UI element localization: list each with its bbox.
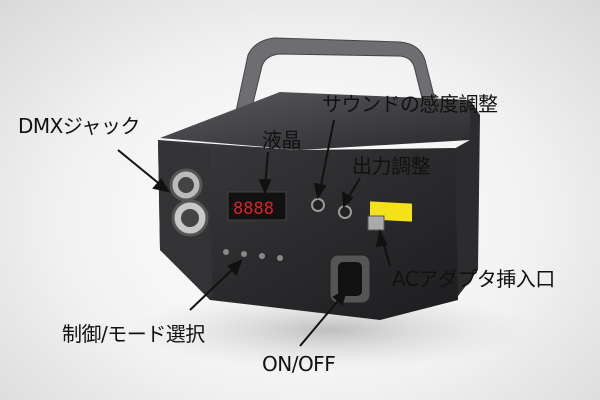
- ac-jack: [367, 215, 385, 231]
- button: [277, 255, 283, 261]
- arrow-dmx: [117, 149, 163, 187]
- button: [223, 249, 229, 255]
- label-output-adjust: 出力調整: [352, 154, 431, 178]
- output-knob: [338, 205, 352, 219]
- shadow: [130, 290, 530, 370]
- label-sound-sensitivity: サウンドの感度調整: [322, 92, 498, 116]
- label-ac-adapter: ACアダプタ挿入口: [392, 267, 555, 291]
- front-panel: [158, 140, 458, 320]
- label-dmx-jack: DMXジャック: [18, 114, 140, 138]
- label-lcd: 液晶: [262, 128, 302, 152]
- lcd-digits: 8888: [233, 199, 274, 219]
- arrow-control: [189, 265, 237, 311]
- arrow-power: [299, 295, 343, 347]
- label-control-mode: 制御/モード選択: [62, 322, 205, 346]
- label-on-off: ON/OFF: [262, 352, 336, 376]
- button: [241, 251, 247, 257]
- side-panel: [452, 100, 480, 300]
- arrow-sound: [319, 119, 335, 191]
- lcd-display: [227, 191, 287, 221]
- button: [259, 253, 265, 259]
- top-surface: [160, 92, 470, 150]
- sound-knob: [311, 198, 325, 212]
